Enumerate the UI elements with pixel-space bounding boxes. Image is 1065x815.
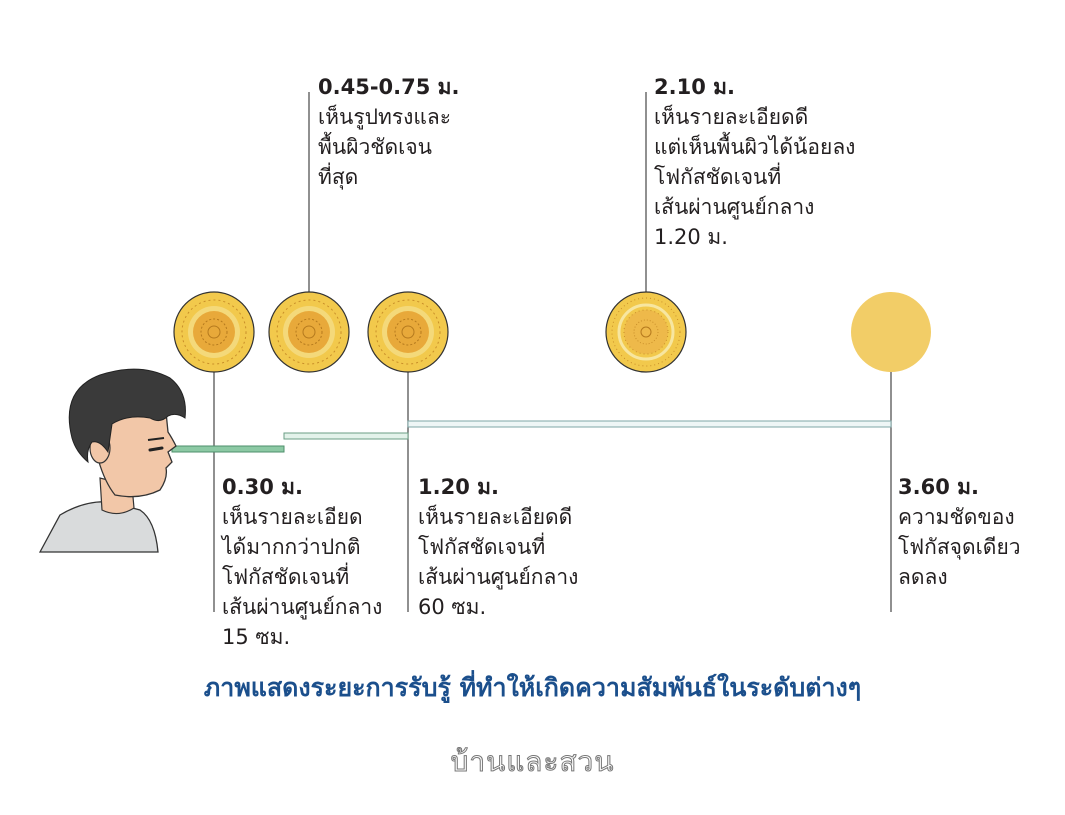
person-illustration xyxy=(38,368,186,553)
description-line: ได้มากกว่าปกติ xyxy=(222,535,361,559)
label-360: 3.60 ม. ความชัดของ โฟกัสจุดเดียว ลดลง xyxy=(898,472,1021,592)
description-line: เส้นผ่านศูนย์กลาง xyxy=(654,195,815,219)
description-line: เห็นรายละเอียดดี xyxy=(654,105,809,129)
description-line: โฟกัสชัดเจนที่ xyxy=(418,535,546,559)
distance-bar-075 xyxy=(283,432,409,440)
description-line: เส้นผ่านศูนย์กลาง xyxy=(222,595,383,619)
brand-logo: บ้านและสวน xyxy=(450,745,615,779)
description-line: แต่เห็นพื้นผิวได้น้อยลง xyxy=(654,135,856,159)
distance-label: 2.10 ม. xyxy=(654,75,735,99)
label-045: 0.45-0.75 ม. เห็นรูปทรงและ พื้นผิวชัดเจน… xyxy=(318,72,459,192)
description-line: 60 ซม. xyxy=(418,595,487,619)
description-line: พื้นผิวชัดเจน xyxy=(318,135,433,159)
distance-bar-030 xyxy=(171,445,285,453)
description-line: 1.20 ม. xyxy=(654,225,728,249)
description-line: โฟกัสชัดเจนที่ xyxy=(222,565,350,589)
description-line: ความชัดของ xyxy=(898,505,1015,529)
focus-disc-030 xyxy=(173,291,255,373)
description-line: เส้นผ่านศูนย์กลาง xyxy=(418,565,579,589)
description-line: เห็นรายละเอียดดี xyxy=(418,505,573,529)
diagram-caption: ภาพแสดงระยะการรับรู้ ที่ทำให้เกิดความสัม… xyxy=(203,673,862,702)
description-line: ที่สุด xyxy=(318,165,359,189)
description-line: เห็นรายละเอียด xyxy=(222,505,363,529)
description-line: 15 ซม. xyxy=(222,625,291,649)
distance-label: 0.45-0.75 ม. xyxy=(318,75,460,99)
label-210: 2.10 ม. เห็นรายละเอียดดี แต่เห็นพื้นผิวไ… xyxy=(654,72,855,252)
description-line: โฟกัสจุดเดียว xyxy=(898,535,1021,559)
focus-disc-045 xyxy=(268,291,350,373)
focus-disc-210 xyxy=(605,291,687,373)
solid-disc-360 xyxy=(851,292,931,372)
distance-label: 0.30 ม. xyxy=(222,475,303,499)
distance-label: 3.60 ม. xyxy=(898,475,979,499)
label-030: 0.30 ม. เห็นรายละเอียด ได้มากกว่าปกติ โฟ… xyxy=(222,472,382,652)
description-line: ลดลง xyxy=(898,565,948,589)
distance-label: 1.20 ม. xyxy=(418,475,499,499)
label-120: 1.20 ม. เห็นรายละเอียดดี โฟกัสชัดเจนที่ … xyxy=(418,472,578,622)
description-line: โฟกัสชัดเจนที่ xyxy=(654,165,782,189)
description-line: เห็นรูปทรงและ xyxy=(318,105,452,129)
distance-bar-360 xyxy=(407,420,892,428)
focus-disc-120 xyxy=(367,291,449,373)
